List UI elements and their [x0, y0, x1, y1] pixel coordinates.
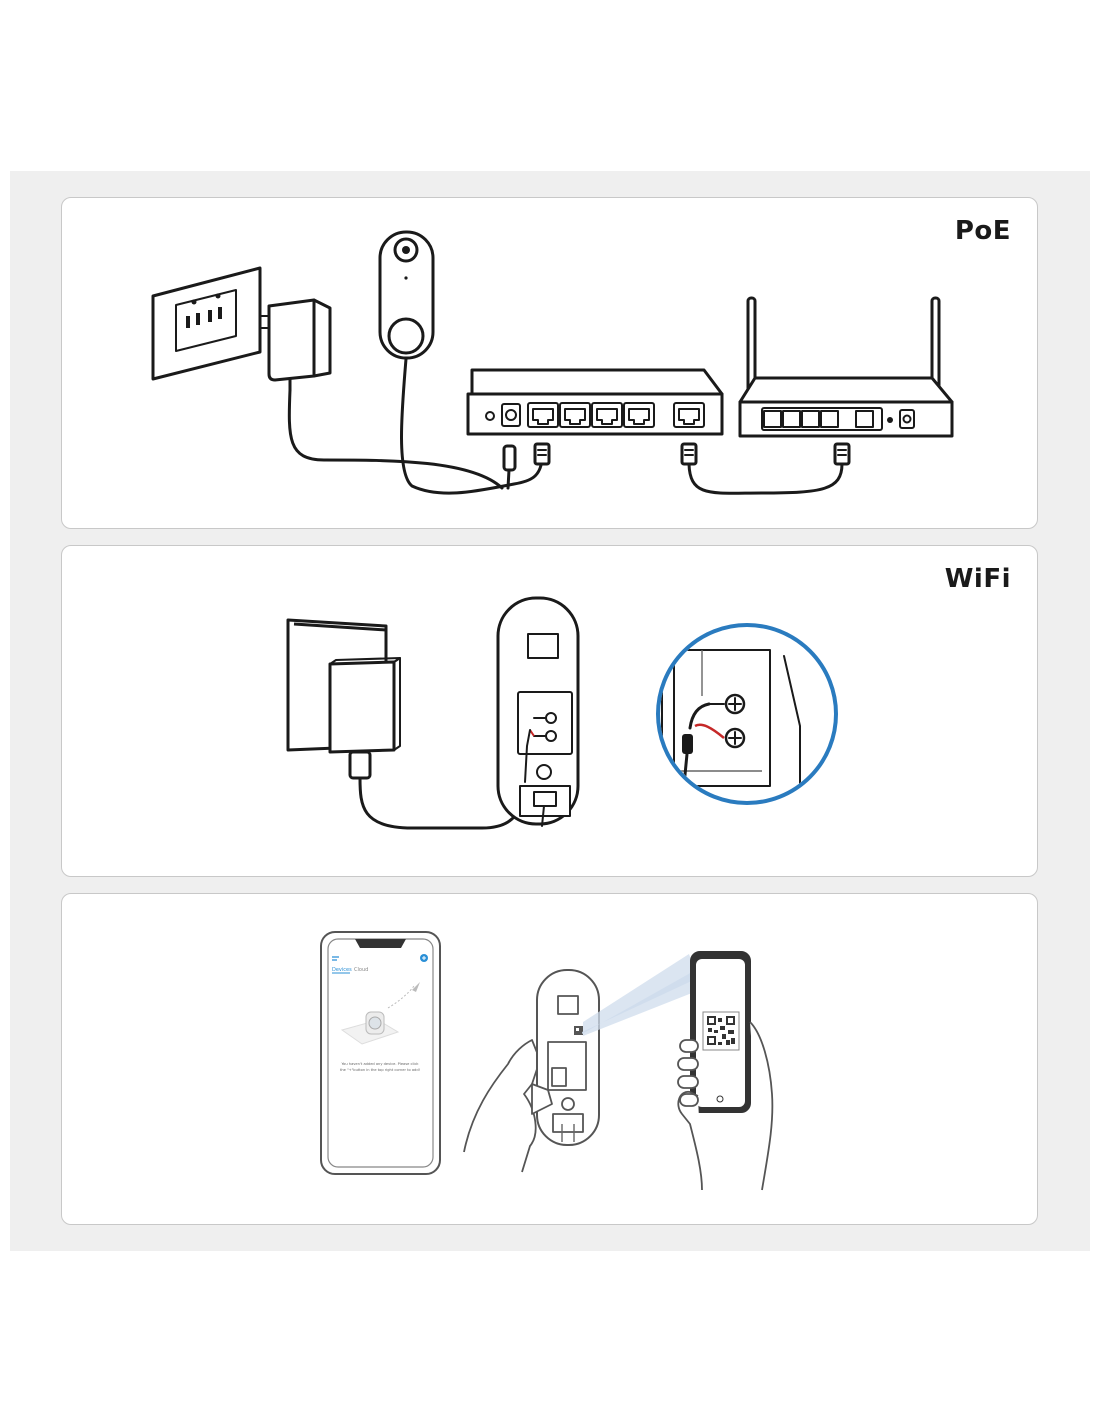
- wall-outlet-icon: [151, 266, 262, 381]
- hand-icon: [677, 1021, 774, 1191]
- phone-icon: [690, 951, 751, 1113]
- poe-panel: PoE: [61, 197, 1038, 529]
- doorbell-icon: [536, 969, 600, 1146]
- router-icon: [738, 296, 954, 438]
- empty-state-line-2: the "+"button in the top right corner to…: [339, 1068, 421, 1072]
- hand-icon: [463, 1039, 541, 1173]
- poe-wiring-diagram: [151, 230, 954, 495]
- power-adapter-icon: [259, 298, 332, 392]
- app-setup-panel: Devices Cloud You haven't added any devi…: [61, 893, 1038, 1225]
- qr-code-icon: [707, 1016, 735, 1045]
- tab-cloud[interactable]: Cloud: [354, 967, 369, 973]
- app-setup-diagram: [320, 931, 774, 1191]
- wifi-wiring-diagram: [286, 596, 838, 830]
- doorbell-icon: [378, 230, 435, 360]
- menu-icon: [332, 956, 339, 961]
- phone-icon: [320, 931, 441, 1175]
- power-adapter-icon: [286, 618, 401, 780]
- zoom-callout: [656, 623, 838, 805]
- empty-state-line-1: You haven't added any device. Please cli…: [341, 1062, 419, 1066]
- doorbell-icon: [496, 596, 580, 827]
- qr-code-icon: [574, 1026, 583, 1035]
- wifi-panel: WiFi: [61, 545, 1038, 877]
- wifi-label: WiFi: [944, 564, 1011, 594]
- poe-label: PoE: [954, 216, 1011, 246]
- poe-switch-icon: [466, 368, 724, 436]
- tab-devices[interactable]: Devices: [332, 967, 352, 973]
